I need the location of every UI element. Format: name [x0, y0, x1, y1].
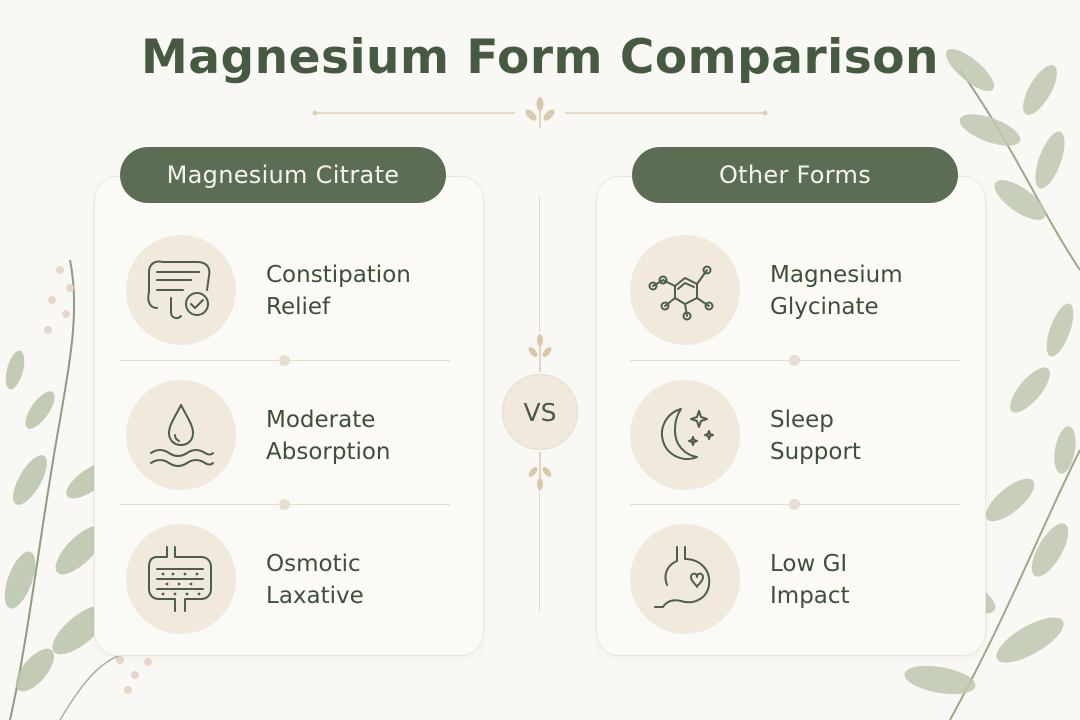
citrate-header: Magnesium Citrate	[120, 147, 446, 203]
item-label-line1: Osmotic	[266, 551, 361, 577]
item-label-line2: Absorption	[266, 439, 391, 465]
item-label-line2: Support	[770, 439, 861, 465]
left-separator-2	[120, 498, 450, 510]
center-divider-bottom	[539, 488, 540, 612]
left-item-absorption: Moderate Absorption	[126, 380, 466, 492]
center-divider-top	[539, 196, 540, 332]
right-item-glycinate: Magnesium Glycinate	[630, 235, 970, 347]
item-label-line2: Glycinate	[770, 294, 879, 320]
intestine-check-icon	[126, 235, 236, 345]
moon-stars-icon	[630, 380, 740, 490]
right-separator-1	[630, 354, 960, 366]
water-drop-waves-icon	[126, 380, 236, 490]
sprig-icon	[525, 97, 555, 128]
intestine-icon	[126, 524, 236, 634]
right-item-low-gi: Low GI Impact	[630, 524, 970, 636]
other-forms-header: Other Forms	[632, 147, 958, 203]
right-separator-2	[630, 498, 960, 510]
item-label-line2: Relief	[266, 294, 331, 320]
item-label-line1: Moderate	[266, 407, 376, 433]
molecule-icon	[630, 235, 740, 345]
stomach-heart-icon	[630, 524, 740, 634]
item-label-line1: Sleep	[770, 407, 834, 433]
title-divider	[312, 97, 768, 128]
left-item-constipation: Constipation Relief	[126, 235, 466, 347]
item-label-line2: Laxative	[266, 583, 364, 609]
page-title: Magnesium Form Comparison	[141, 30, 939, 85]
item-label-line1: Magnesium	[770, 262, 903, 288]
item-label-line1: Low GI	[770, 551, 848, 577]
left-separator-1	[120, 354, 450, 366]
item-label-line2: Impact	[770, 583, 850, 609]
vs-badge: VS	[502, 374, 578, 450]
right-item-sleep: Sleep Support	[630, 380, 970, 492]
item-label-line1: Constipation	[266, 262, 411, 288]
left-item-laxative: Osmotic Laxative	[126, 524, 466, 636]
sprig-icon	[528, 334, 552, 372]
sprig-icon	[528, 452, 552, 490]
